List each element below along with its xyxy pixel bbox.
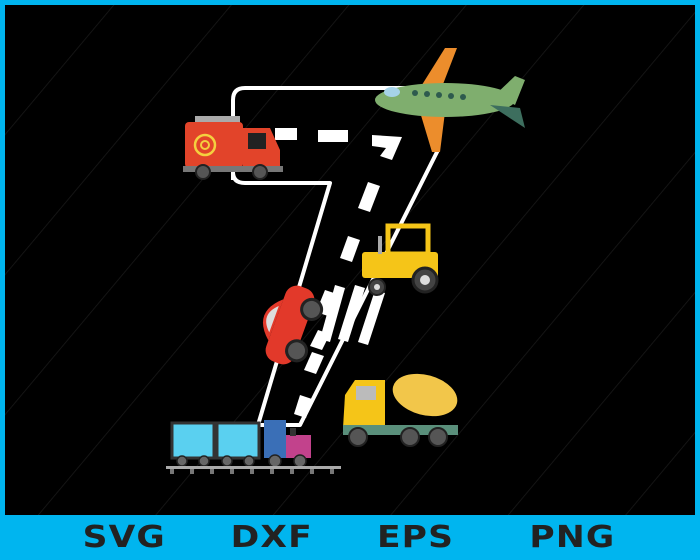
fire-truck-illustration: [183, 116, 283, 180]
train-track: [166, 466, 341, 469]
train-illustration: [166, 420, 341, 474]
design-artwork: [5, 5, 695, 515]
cement-mixer-illustration: [343, 373, 458, 447]
wheel-icon: [252, 164, 268, 180]
format-label-png: PNG: [529, 520, 616, 555]
format-label-svg: SVG: [82, 520, 166, 555]
tractor-illustration: [362, 223, 439, 296]
airplane-illustration: [375, 48, 525, 152]
road-dashes: [275, 128, 402, 418]
car-illustration: [263, 285, 324, 365]
wheel-icon: [195, 164, 211, 180]
format-label-dxf: DXF: [230, 520, 313, 555]
format-label-eps: EPS: [376, 520, 455, 555]
